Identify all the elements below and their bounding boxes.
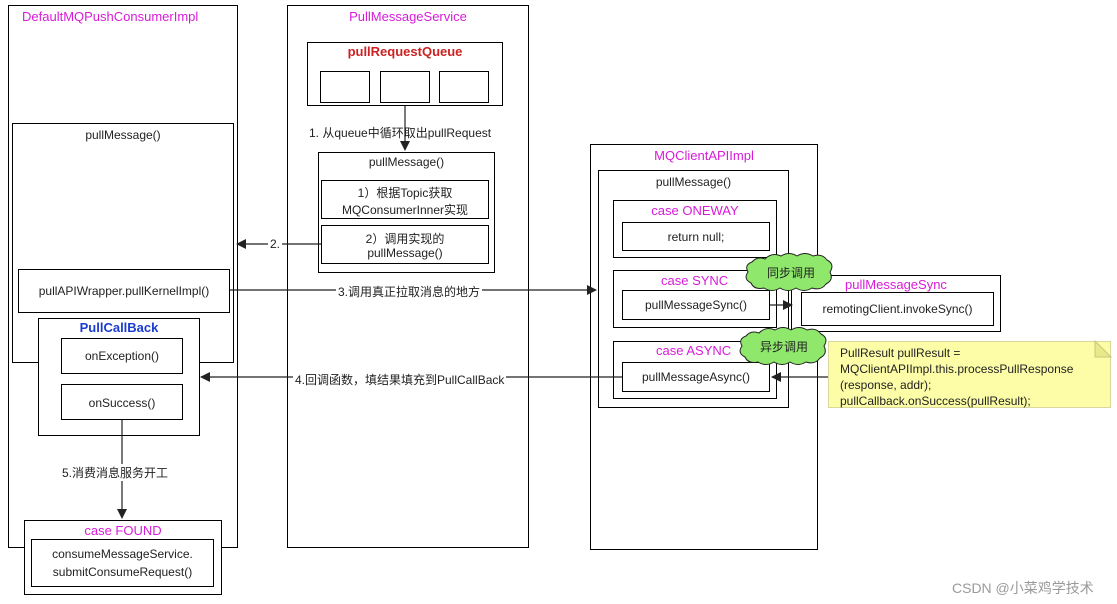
note-line1: PullResult pullResult = — [840, 346, 961, 360]
bubble-sync-shape — [745, 253, 833, 291]
arrow-4-label: 4.回调函数，填结果填充到PullCallBack — [293, 371, 507, 388]
pull-async-box — [622, 362, 770, 392]
return-null-label: return null; — [667, 230, 725, 244]
step2-line1: 2）调用实现的 — [365, 232, 445, 246]
arrow-1-label: 1. 从queue中循环取出pullRequest — [309, 126, 492, 140]
client-title: MQClientAPIImpl — [654, 148, 754, 163]
submit-consume-line2: submitConsumeRequest() — [52, 565, 193, 579]
step2-line2: pullMessage() — [367, 246, 443, 260]
case-found-title: case FOUND — [84, 523, 162, 538]
invoke-sync-box — [801, 292, 994, 326]
service-title: PullMessageService — [349, 9, 467, 24]
request-queue-title: pullRequestQueue — [347, 44, 463, 59]
case-sync-title: case SYNC — [661, 273, 729, 288]
bubble-async-shape — [739, 327, 827, 365]
arrow-5-label: 5.消费消息服务开工 — [60, 464, 171, 481]
note-line3: (response, addr); — [840, 378, 932, 392]
note-line2: MQClientAPIImpl.this.processPullResponse — [840, 362, 1074, 376]
watermark: CSDN @小菜鸡学技术 — [952, 580, 1094, 596]
pull-kernel-box — [18, 269, 230, 313]
on-exception-box — [61, 338, 183, 374]
submit-consume-box — [31, 539, 214, 587]
async-code-note — [828, 341, 1111, 408]
pull-kernel-label: pullAPIWrapper.pullKernelImpl() — [38, 284, 210, 298]
invoke-sync-label: remotingClient.invokeSync() — [822, 302, 973, 316]
on-success-box — [61, 384, 183, 420]
queue-slot-2 — [380, 71, 430, 103]
service-pullmessage-label: pullMessage() — [368, 155, 445, 169]
case-async-title: case ASYNC — [656, 343, 732, 358]
step1-line2: MQConsumerInner实现 — [341, 203, 469, 217]
consumer-title: DefaultMQPushConsumerImpl — [22, 9, 199, 24]
queue-slot-1 — [320, 71, 370, 103]
pull-sync-label: pullMessageSync() — [644, 298, 748, 312]
queue-slot-3 — [439, 71, 489, 103]
sync-side-title: pullMessageSync — [845, 277, 947, 292]
note-line4: pullCallback.onSuccess(pullResult); — [840, 394, 1031, 408]
return-null-box — [622, 222, 770, 251]
step1-box — [321, 180, 489, 219]
submit-consume-line1: consumeMessageService. — [52, 547, 193, 561]
bubble-sync-label: 同步调用 — [766, 266, 815, 280]
on-exception-label: onException() — [84, 349, 160, 363]
case-oneway-title: case ONEWAY — [651, 203, 739, 218]
step1-line1: 1）根据Topic获取 — [357, 186, 453, 200]
arrow-3-label: 3.调用真正拉取消息的地方 — [336, 283, 483, 300]
pull-sync-box — [622, 290, 770, 320]
bubble-async-label: 异步调用 — [759, 340, 808, 354]
pullcallback-title: PullCallBack — [79, 320, 159, 335]
on-success-label: onSuccess() — [88, 396, 156, 410]
client-pullmessage-label: pullMessage() — [655, 175, 732, 189]
consumer-pullmessage-label: pullMessage() — [85, 128, 161, 142]
step2-box — [321, 225, 489, 264]
arrow-2-label: 2. — [268, 237, 283, 251]
pull-async-label: pullMessageAsync() — [641, 370, 751, 384]
